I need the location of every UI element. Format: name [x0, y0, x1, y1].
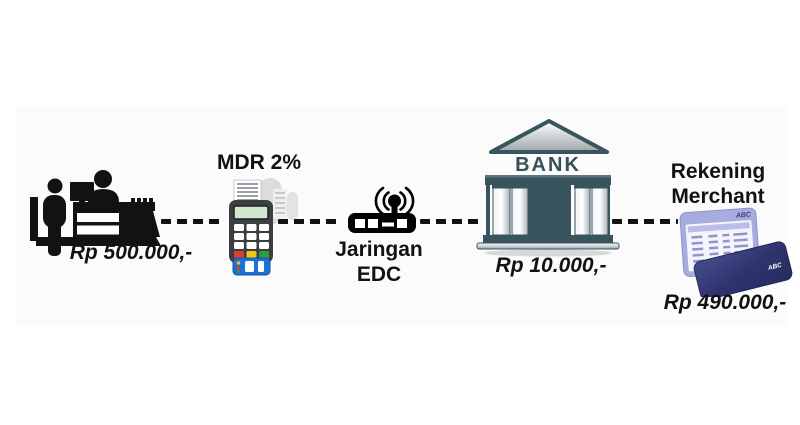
connector-bank-to-account: [612, 219, 678, 224]
connector-network-to-bank: [420, 219, 483, 224]
mdr-fee-label: MDR 2%: [216, 151, 301, 174]
signal-waves-icon: [374, 186, 415, 216]
cashier-counter-icon: [30, 170, 161, 256]
network-label-line2: EDC: [356, 263, 402, 286]
bank-columns: [492, 184, 609, 236]
network-label-line1: Jaringan: [335, 238, 423, 261]
merchant-account-amount-label: Rp 490.000,-: [663, 291, 787, 314]
connector-counter-to-edc: [161, 219, 224, 224]
bank-sign-label: BANK: [515, 154, 581, 176]
merchant-card: ABC: [693, 241, 793, 297]
bank-building-icon: [476, 119, 620, 257]
wireless-router-icon: [348, 186, 416, 233]
sale-amount-label: Rp 500.000,-: [69, 241, 193, 264]
inserted-card: [232, 257, 271, 276]
merchant-account-label-line1: Rekening: [670, 160, 766, 183]
card-brand-text: ABC: [766, 262, 783, 273]
edc-terminal-icon: [229, 178, 298, 276]
statement-and-card-icon: ABC ABC: [679, 207, 793, 297]
bank-fee-label: Rp 10.000,-: [495, 254, 607, 277]
merchant-account-label-line2: Merchant: [671, 185, 765, 208]
connector-edc-to-network: [278, 219, 339, 224]
statement-brand-text: ABC: [735, 211, 753, 219]
